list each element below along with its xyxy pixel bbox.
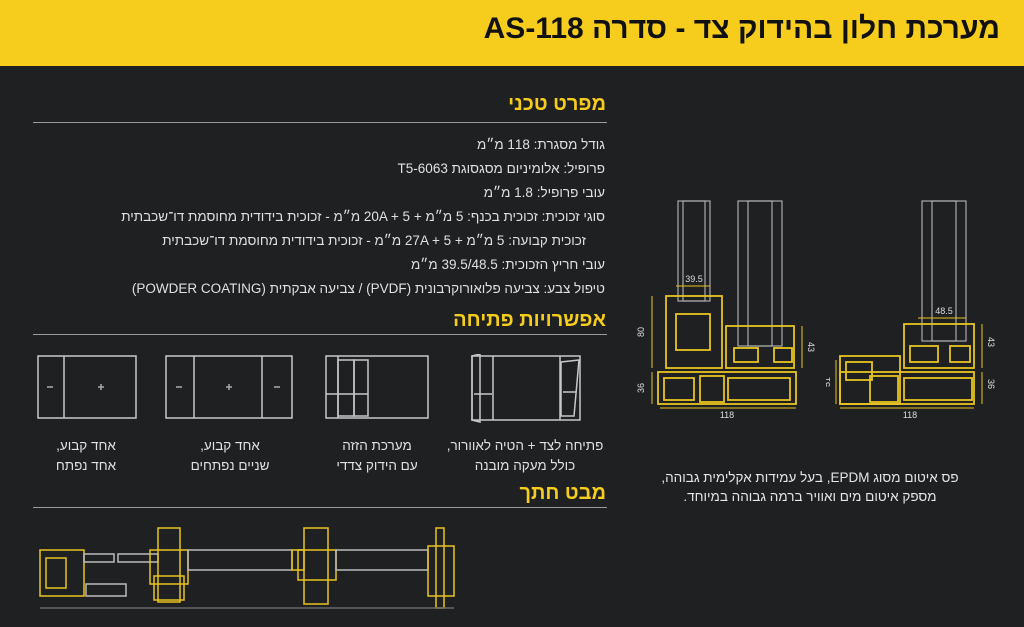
window-fixed-two-opening-icon [165,355,293,419]
caption-line: שניים נפתחים [190,458,270,473]
section-heading: מבט חתך [519,482,606,504]
spec-line: עובי פרופיל: 1.8 מ״מ [483,185,605,200]
caption-line: אחד קבוע, [56,438,116,453]
epdm-note: פס איטום מסוג EPDM, בעל עמידות אקלימית ג… [630,468,990,506]
opening-heading: אפשרויות פתיחה [453,309,606,331]
spec-line: זכוכית קבועה: 5 מ״מ + 27A + 5 מ״מ - זכוכ… [162,233,586,248]
spec-line: סוגי זכוכית: זכוכית בכנף: 5 מ״מ + 20A + … [121,209,605,224]
spec-line: פרופיל: אלומיניום מסגסוגת 6063-T5 [397,161,605,176]
dim-height-lower: 36 [636,383,646,393]
page-title: מערכת חלון בהידוק צד - סדרה AS-118 [483,12,1000,45]
profile-drawing-left: 39.5 118 80 36 43 [636,200,816,420]
spec-line: גודל מסגרת: 118 מ״מ [476,137,605,152]
spec-line: טיפול צבע: צביעה פלואורוקרבונית (PVDF) /… [131,281,605,296]
cross-section-drawing [39,527,455,609]
window-sliding-icon [325,355,429,419]
caption-line: כולל מעקה מובנה [474,458,576,473]
dim-height-sash: 43 [986,337,996,347]
caption-line: מערכת הזזה [342,438,412,453]
profile-drawing-right: 48.5 118 51 43 36 [826,200,996,420]
divider [33,507,607,508]
option-caption: מערכת הזזה עם הידוק צדדי [336,436,417,476]
window-tilt-turn-icon [471,354,581,423]
dim-height-upper: 80 [636,327,646,337]
option-caption: אחד קבוע, אחד נפתח [56,436,116,476]
dim-width: 118 [720,410,734,420]
dim-height-sash: 43 [806,342,816,352]
caption-line: עם הידוק צדדי [336,458,418,473]
note-line: מספק איטום מים ואוויר ברמה גבוהה במיוחד. [683,489,937,504]
header-bar: מערכת חלון בהידוק צד - סדרה AS-118 [0,0,1024,66]
dim-glass-slot: 39.5 [685,274,703,284]
option-caption: אחד קבוע, שניים נפתחים [191,436,270,476]
note-line: פס איטום מסוג EPDM, בעל עמידות אקלימית ג… [661,470,959,485]
window-fixed-one-opening-icon [37,355,137,419]
caption-line: אחד קבוע, [200,438,260,453]
dim-height-left: 51 [826,377,832,387]
option-caption: פתיחה לצד + הטיה לאוורור, כולל מעקה מובנה [447,436,604,476]
spec-line: עובי חריץ הזכוכית: 39.5/48.5 מ״מ [410,257,605,272]
caption-line: אחד נפתח [55,458,117,473]
dim-width: 118 [903,410,917,420]
caption-line: פתיחה לצד + הטיה לאוורור, [446,438,604,453]
dim-height-lower: 36 [986,379,996,389]
specs-heading: מפרט טכני [508,93,606,115]
divider [33,334,607,335]
divider [33,122,607,123]
dim-glass-slot: 48.5 [935,306,953,316]
